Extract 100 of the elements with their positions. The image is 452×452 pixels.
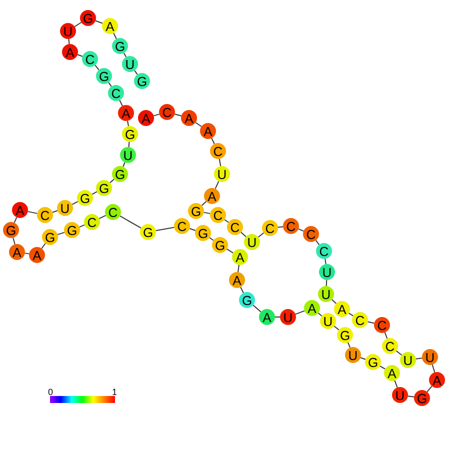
backbone-line (367, 321, 375, 324)
nucleotide-circle: U (320, 313, 336, 329)
backbone-line (226, 248, 234, 254)
nucleotide-circle: G (212, 237, 228, 253)
nucleotide-circle: G (195, 225, 211, 241)
backbone-line (407, 396, 415, 398)
nucleotide-circle: G (96, 180, 112, 196)
nucleotide-circle: A (232, 249, 248, 265)
nucleotide-circle: C (210, 207, 226, 223)
nucleotide-circle: C (37, 207, 53, 223)
nucleotide-circle: U (318, 286, 334, 302)
backbone-line (331, 298, 337, 304)
backbone-line (324, 258, 326, 265)
backbone-line (432, 364, 436, 373)
nucleotide-circle: A (138, 110, 154, 126)
backbone-line (127, 120, 129, 127)
nucleotide-circle: A (334, 301, 350, 317)
nucleotide-circle: A (204, 188, 220, 204)
nucleotide-circle: A (200, 123, 216, 139)
scale-tick-label: 1 (112, 388, 118, 397)
nucleotide-circle: U (122, 56, 138, 72)
nucleotide-circle: G (3, 222, 19, 238)
backbone-line (415, 358, 423, 360)
backbone-line (252, 304, 262, 312)
nucleotide-circle: C (352, 312, 368, 328)
nucleotide-circle: U (422, 349, 438, 365)
backbone-line (326, 280, 328, 286)
nucleotide-circle: U (57, 200, 73, 216)
backbone-line (27, 211, 38, 214)
backbone-line (277, 226, 284, 228)
nucleotide-circle: G (365, 354, 381, 370)
nucleotide-circle: U (244, 234, 260, 250)
nucleotide-circle: G (64, 222, 80, 238)
nucleotide-circle: G (77, 190, 93, 206)
backbone-line (68, 38, 70, 45)
nucleotide-circle: G (42, 229, 58, 245)
backbone-line (334, 326, 340, 330)
backbone-line (57, 232, 65, 236)
nucleotide-circle: C (174, 218, 190, 234)
nucleotide-circle: C (283, 218, 299, 234)
backbone-line (274, 316, 280, 318)
nucleotide-circle: C (159, 104, 175, 120)
scale-tick-label: 0 (48, 388, 54, 397)
nucleotide-circle: U (280, 309, 296, 325)
nucleotide-circle: C (316, 243, 332, 259)
nucleotide-circle: G (140, 224, 156, 240)
nucleotide-circle: C (227, 219, 243, 235)
backbone-line (14, 216, 18, 224)
nucleotide-circle: U (214, 166, 230, 182)
nucleotide-circle: A (304, 300, 320, 316)
backbone-line (379, 366, 386, 370)
nucleotide-circle: C (374, 317, 390, 333)
nucleotide-circle: U (120, 147, 136, 163)
nucleotide-circle: A (181, 110, 197, 126)
nucleotide-circle: U (345, 347, 361, 363)
nucleotide-circle: C (262, 220, 278, 236)
nucleotide-circle: U (400, 352, 416, 368)
nucleotide-circle: G (239, 292, 255, 308)
nucleotide-circle: C (382, 338, 398, 354)
backbone-line (128, 141, 130, 148)
backbone-line (214, 180, 220, 190)
nucleotide-circle: U (392, 387, 408, 403)
nucleotide-circle: G (414, 390, 430, 406)
nucleotide-circle: G (134, 73, 150, 89)
nucleotide-circle: C (108, 85, 124, 101)
backbone-line (189, 228, 196, 231)
backbone-line (94, 64, 100, 70)
nucleotide-circle: U (319, 264, 335, 280)
nucleotide-circle: G (112, 38, 128, 54)
nucleotide-circle: A (9, 244, 25, 260)
nucleotide-circle: A (12, 202, 28, 218)
nucleotide-circle: G (188, 203, 204, 219)
nucleotide-circle: A (29, 247, 45, 263)
backbone-line (195, 122, 202, 127)
nucleotide-circle: C (303, 226, 319, 242)
backbone-line (155, 226, 175, 232)
backbone-line (74, 22, 82, 28)
nucleotide-circle: C (84, 214, 100, 230)
nucleotide-circle: U (60, 23, 76, 39)
nucleotide-circle: G (337, 327, 353, 343)
backbone-line (12, 237, 16, 245)
nucleotide-circle: A (429, 372, 445, 388)
backbone-line (426, 386, 432, 392)
nucleotide-circle: G (96, 68, 112, 84)
backbone-line (110, 178, 114, 184)
nucleotide-circle: A (62, 44, 78, 60)
backbone-line (348, 312, 354, 316)
backbone-line (119, 215, 142, 229)
nucleotide-circle: A (259, 309, 275, 325)
nucleotide-circle: C (210, 143, 226, 159)
nucleotide-circle: G (122, 126, 138, 142)
nucleotide-circle: A (229, 272, 245, 288)
nucleotide-circle: A (102, 18, 118, 34)
backbone-line (394, 380, 398, 388)
nucleotide-circle: G (80, 10, 96, 26)
backbone-line (24, 252, 30, 254)
backbone-line (295, 310, 305, 315)
nucleotide-circle: G (112, 166, 128, 182)
backbone-line (95, 20, 103, 24)
nucleotide-circle: A (118, 105, 134, 121)
